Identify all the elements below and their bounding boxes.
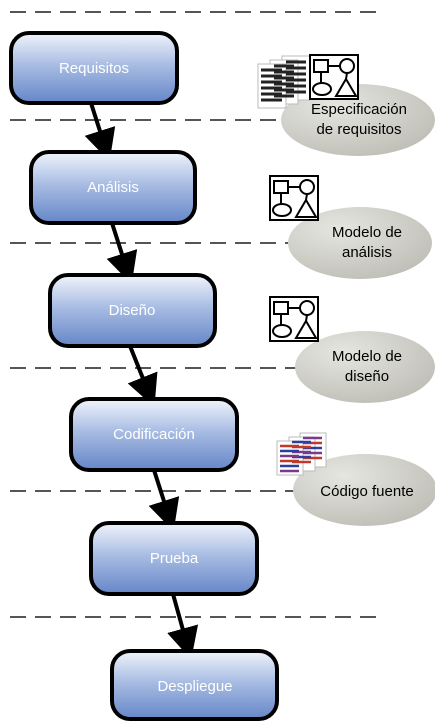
stage-label: Diseño (109, 302, 156, 319)
artifact-cloud (295, 331, 435, 403)
stage-label: Análisis (87, 179, 139, 196)
stage-label: Despliegue (157, 678, 232, 695)
stage-despliegue: Despliegue (110, 649, 279, 721)
artifact-label-line: de requisitos (316, 121, 401, 138)
artifact-especificacion-requisitos: Especificación de requisitos (281, 84, 435, 156)
flow-arrow (84, 102, 116, 162)
flow-arrows (84, 102, 199, 660)
stage-label: Prueba (150, 550, 199, 567)
stage-requisitos: Requisitos (9, 31, 179, 105)
artifact-modelo-diseno: Modelo de diseño (295, 331, 435, 403)
artifact-label-line: Modelo de (332, 224, 402, 241)
artifact-cloud (293, 454, 435, 526)
flow-arrow (148, 469, 180, 532)
stage-label: Codificación (113, 426, 195, 443)
artifact-cloud (281, 84, 435, 156)
stage-box (69, 397, 239, 472)
stage-box (89, 521, 259, 596)
stage-box (29, 150, 197, 225)
document-stack-icon (257, 55, 311, 109)
source-code-icon (276, 432, 327, 476)
phase-separators (10, 11, 382, 618)
stage-box (48, 273, 217, 348)
artifact-label-line: Especificación (311, 101, 407, 118)
flow-arrow (167, 593, 199, 660)
artifact-label-line: Modelo de (332, 348, 402, 365)
artifact-label-line: diseño (345, 368, 389, 385)
artifact-cloud (288, 207, 432, 279)
artifact-label-line: Código fuente (320, 483, 413, 500)
flow-arrow (106, 222, 138, 285)
stage-prueba: Prueba (89, 521, 259, 596)
stage-codificacion: Codificación (69, 397, 239, 472)
stage-box (9, 31, 179, 105)
model-diagram-icon (309, 54, 359, 100)
stage-label: Requisitos (59, 60, 129, 77)
artifact-modelo-analisis: Modelo de análisis (288, 207, 432, 279)
flow-arrow (127, 345, 158, 408)
stage-diseno: Diseño (48, 273, 217, 348)
stage-analisis: Análisis (29, 150, 197, 225)
model-diagram-icon (269, 175, 319, 221)
stage-box (110, 649, 279, 721)
artifact-codigo-fuente: Código fuente (293, 454, 435, 526)
artifact-label-line: análisis (342, 244, 392, 261)
model-diagram-icon (269, 296, 319, 342)
